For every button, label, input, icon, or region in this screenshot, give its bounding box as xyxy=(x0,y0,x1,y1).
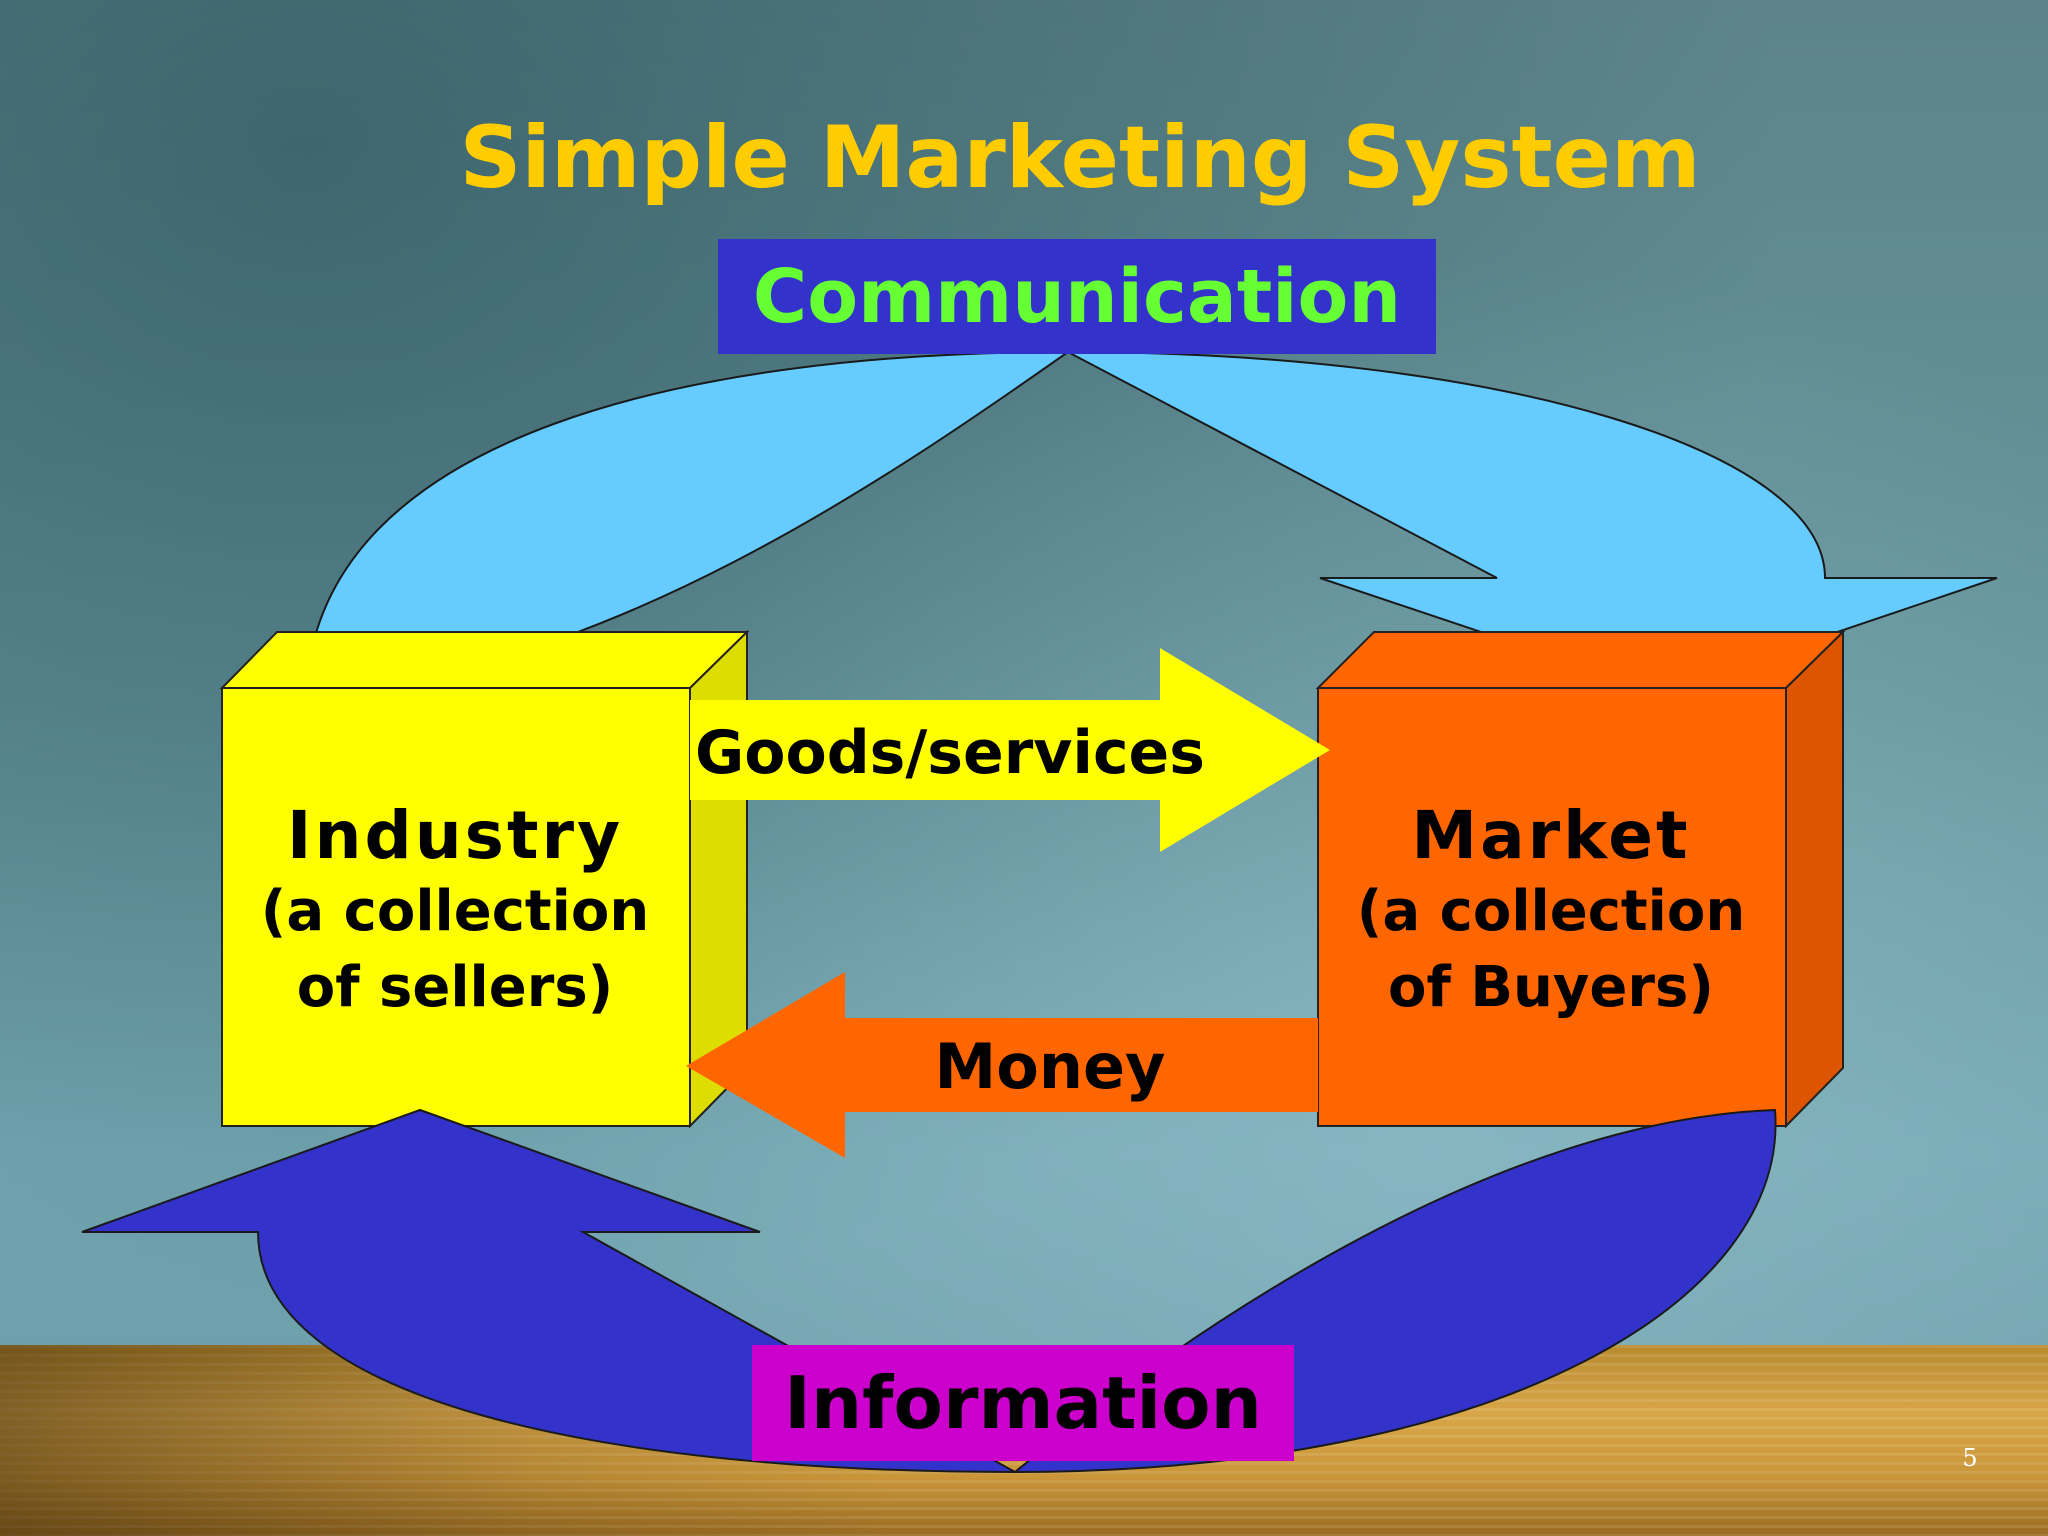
industry-label: Industry (a collection of sellers) xyxy=(222,798,688,1026)
goods-services-label: Goods/services xyxy=(695,718,1205,788)
industry-box xyxy=(219,629,750,1129)
industry-description-line2: of sellers) xyxy=(296,955,614,1020)
information-label: Information xyxy=(752,1345,1294,1461)
industry-description-line1: (a collection xyxy=(260,879,650,944)
communication-flow-arrow xyxy=(304,350,1998,694)
market-description-line1: (a collection xyxy=(1356,879,1746,944)
money-label: Money xyxy=(934,1030,1166,1103)
goods-services-arrow xyxy=(690,648,1330,852)
information-flow-arrow xyxy=(81,1108,1777,1474)
information-label-text: Information xyxy=(784,1361,1262,1445)
industry-title: Industry xyxy=(286,797,624,874)
market-title: Market xyxy=(1411,797,1691,874)
slide-title: Simple Marketing System xyxy=(459,108,1701,208)
market-label: Market (a collection of Buyers) xyxy=(1318,798,1784,1026)
page-number: 5 xyxy=(1962,1444,1978,1472)
market-description-line2: of Buyers) xyxy=(1388,955,1714,1020)
market-box xyxy=(1315,629,1846,1129)
communication-label-text: Communication xyxy=(752,253,1402,340)
communication-label: Communication xyxy=(718,239,1436,354)
money-arrow xyxy=(686,972,1318,1158)
